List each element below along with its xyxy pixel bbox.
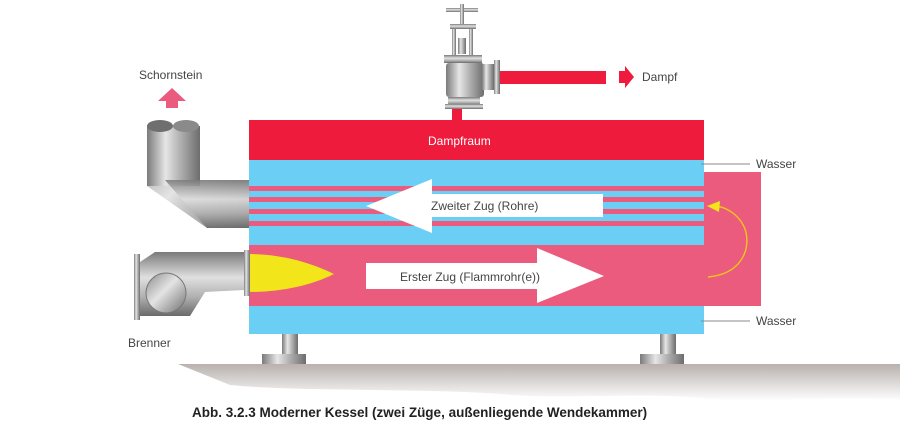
second-pass-arrow <box>366 179 603 233</box>
water-top-label: Wasser <box>756 157 796 171</box>
reversal-arrowhead <box>707 201 720 212</box>
boiler-shell <box>249 120 704 334</box>
steam-valve <box>444 4 500 120</box>
flame <box>249 254 334 292</box>
reversal-flow-arrow <box>707 205 748 278</box>
support-leg-right <box>640 334 684 364</box>
burner-label: Brenner <box>128 336 171 350</box>
water-bottom-label: Wasser <box>756 314 796 328</box>
exhaust-arrow-icon <box>158 88 186 108</box>
steam-pipe <box>500 71 606 84</box>
chimney-flue <box>147 120 249 228</box>
water-lower <box>249 306 704 334</box>
tube-4 <box>249 221 704 226</box>
chimney-label: Schornstein <box>139 68 202 82</box>
tube-1 <box>249 186 704 191</box>
first-pass-label: Erster Zug (Flammrohr(e)) <box>400 270 540 284</box>
figure-caption: Abb. 3.2.3 Moderner Kessel (zwei Züge, a… <box>192 405 647 420</box>
burner <box>134 250 250 320</box>
first-pass-arrow <box>366 248 604 303</box>
second-pass-label: Zweiter Zug (Rohre) <box>431 199 538 213</box>
ground-platform <box>178 364 900 401</box>
steam-label: Dampf <box>642 70 678 84</box>
steam-space-label: Dampfraum <box>428 134 491 148</box>
steam-arrow-icon <box>619 66 634 88</box>
steam-space <box>249 120 704 160</box>
support-leg-left <box>262 334 306 364</box>
